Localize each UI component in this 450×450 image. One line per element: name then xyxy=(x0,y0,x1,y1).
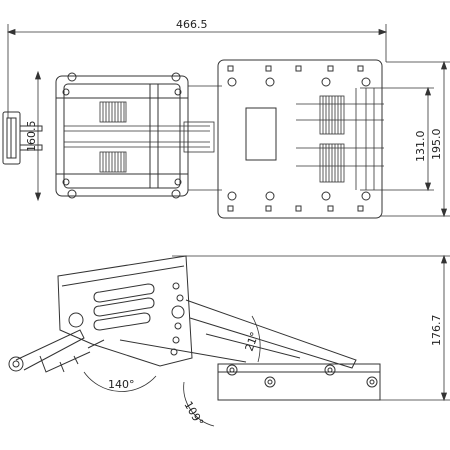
slide-rails xyxy=(64,85,222,191)
roller xyxy=(2,111,43,165)
dim-height-left-label: 160.5 xyxy=(25,121,38,153)
angle-109-label: 109° xyxy=(181,399,206,428)
dim-overall-length xyxy=(6,24,388,118)
angle-arcs xyxy=(83,315,261,427)
bracket-frame xyxy=(55,72,189,199)
dim-height-outer xyxy=(380,60,450,218)
side-view: 176.7 xyxy=(8,254,450,428)
spring-left-upper xyxy=(99,101,127,123)
spring-left-lower xyxy=(99,151,127,173)
lever-arm xyxy=(8,329,105,373)
swing-arm xyxy=(57,255,193,367)
dim-side-height-label: 176.7 xyxy=(430,315,443,347)
dim-height-left xyxy=(34,70,42,202)
transom-plate-side xyxy=(217,363,381,401)
mounting-plate xyxy=(217,59,383,219)
angle-21-label: 21° xyxy=(243,330,262,353)
dim-height-outer-label: 195.0 xyxy=(430,129,443,161)
dim-overall-length-label: 466.5 xyxy=(176,18,208,31)
plate-holes xyxy=(227,65,364,212)
lower-strut xyxy=(119,299,357,369)
dim-height-inner-label: 131.0 xyxy=(414,131,427,163)
spring-rods-right xyxy=(296,88,384,190)
top-view: 466.5 160.5 131.0 195.0 xyxy=(2,18,450,219)
dim-side-height xyxy=(172,254,450,402)
dim-height-inner xyxy=(360,86,434,192)
angle-140-label: 140° xyxy=(108,378,135,391)
